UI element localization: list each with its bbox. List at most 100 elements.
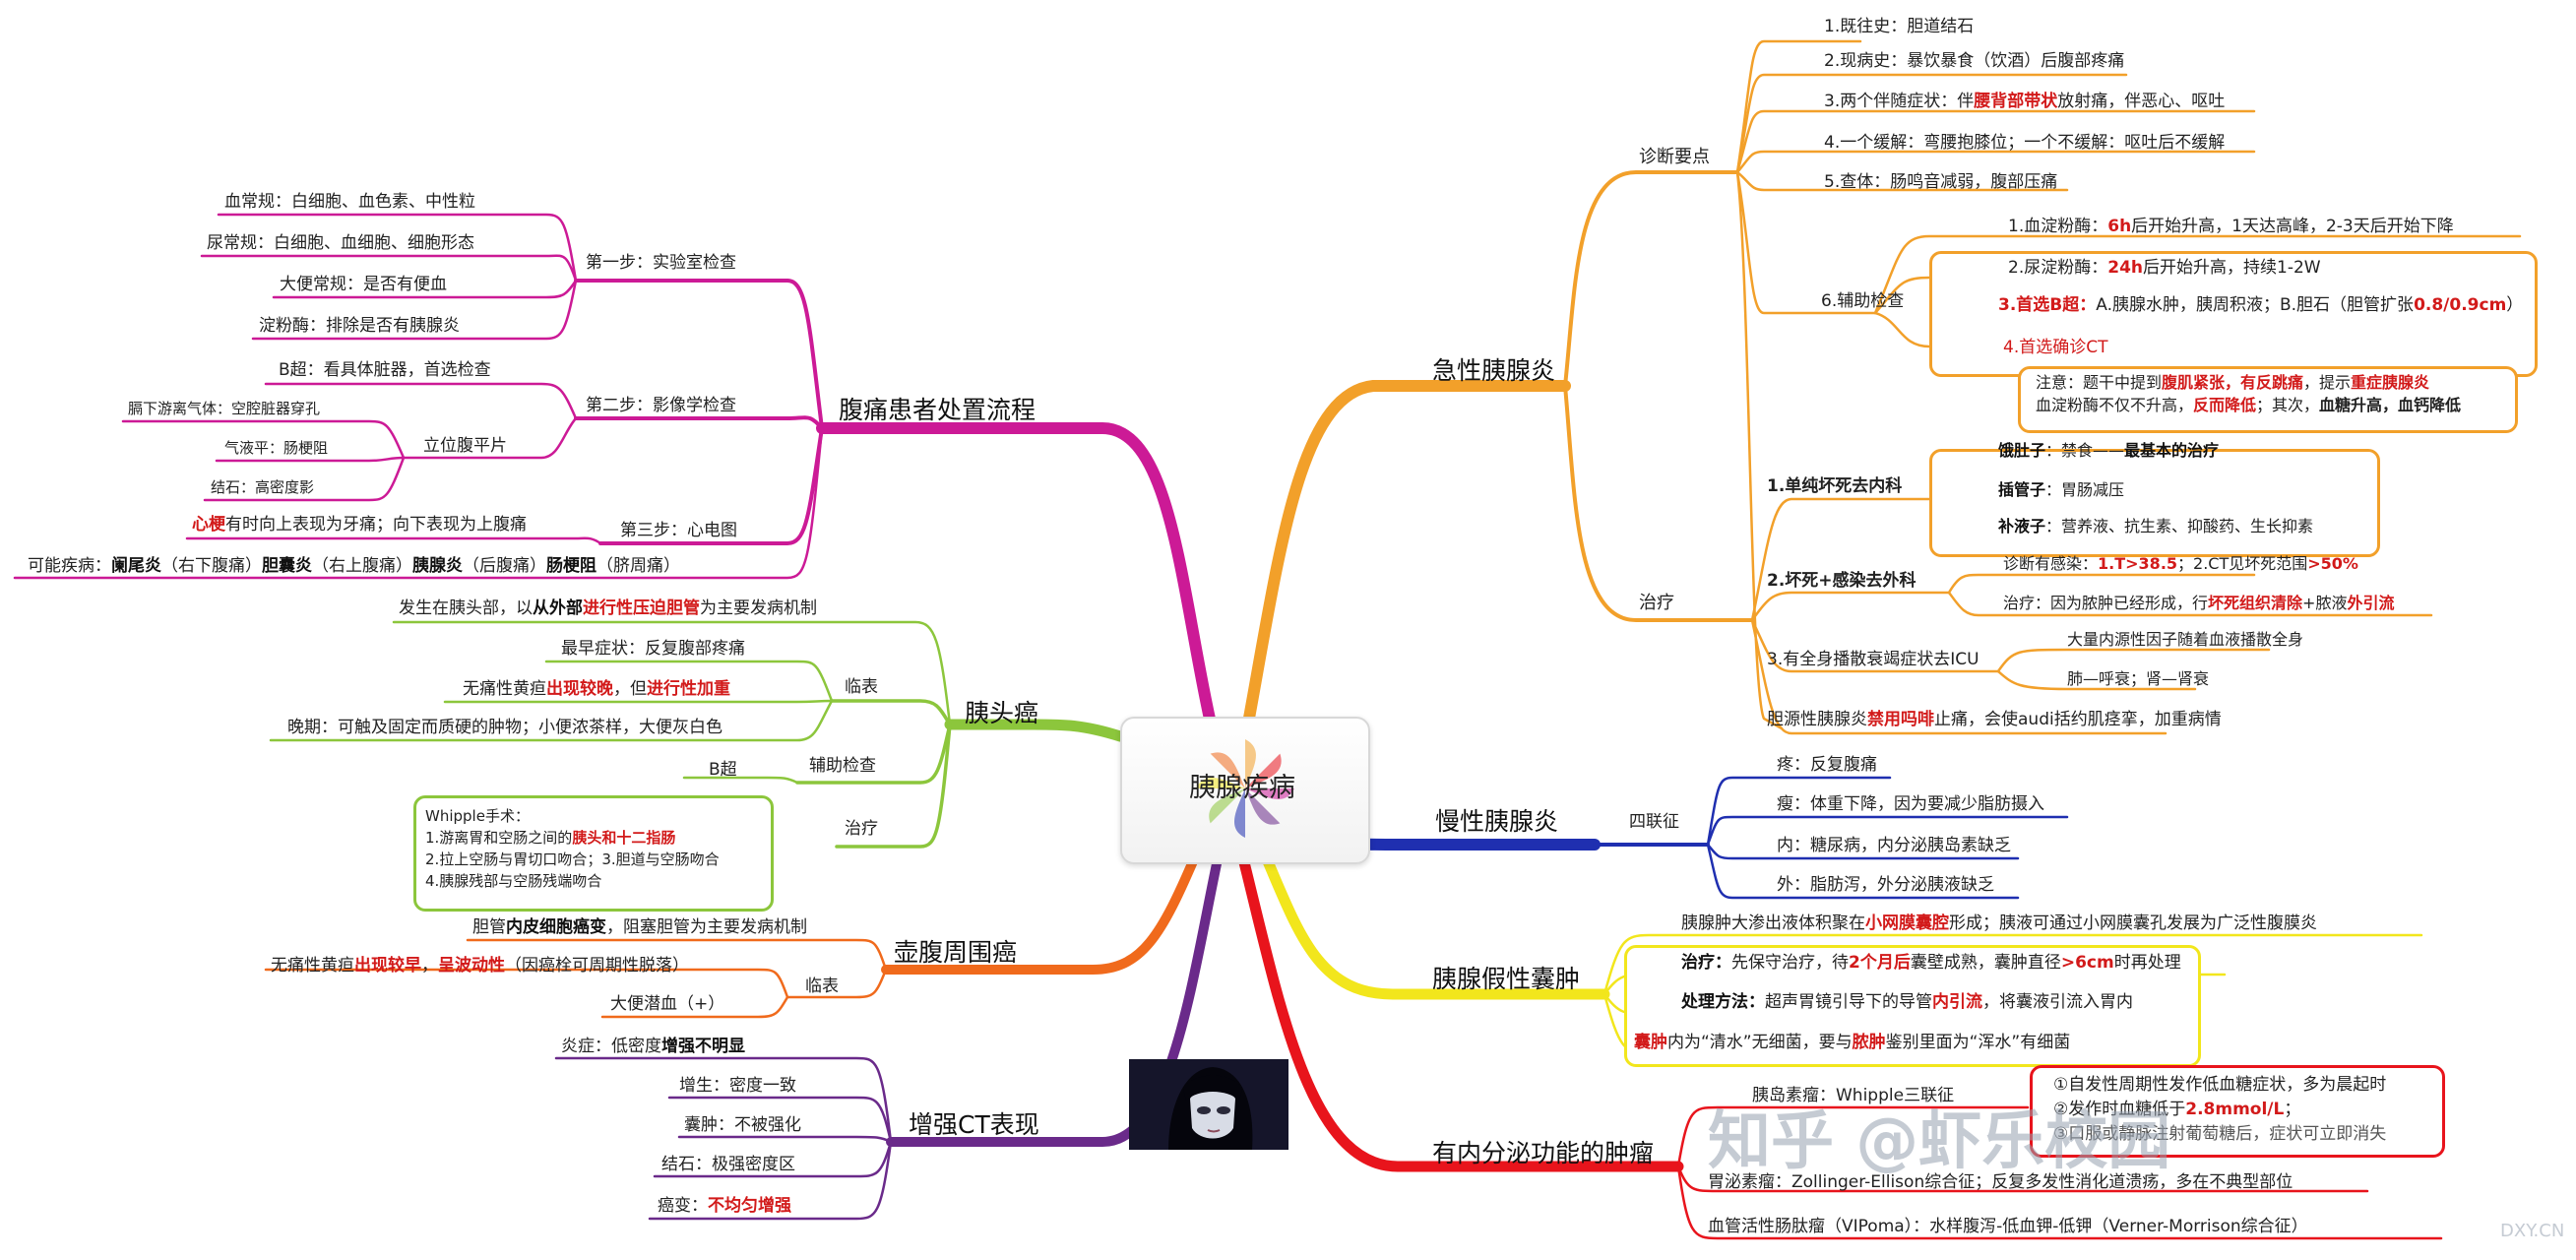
acute-treat-t3-item: 大量内源性因子随着血液播散全身 [2067,630,2304,649]
abdpain-xray-item: 气液平：肠梗阻 [224,439,329,457]
ampulla-clinical-item: 大便潜血（+） [610,994,725,1014]
acute-aux-item: 3.首选B超：A.胰腺水肿，胰周积液；B.胆石（胆管扩张0.8/0.9cm） [1998,295,2524,315]
chronic-sub[interactable]: 四联征 [1629,812,1679,832]
ct-item: 炎症：低密度增强不明显 [561,1037,745,1056]
ct-item: 增生：密度一致 [679,1076,796,1096]
acute-treat-t2-item: 诊断有感染：1.T>38.5；2.CT见坏死范围>50% [2003,554,2358,573]
pinwheel-icon [1196,739,1294,838]
headca-treat[interactable]: 治疗 [845,819,878,839]
acute-treat-title[interactable]: 治疗 [1639,593,1674,613]
headca-top: 发生在胰头部，以从外部进行性压迫胆管为主要发病机制 [399,598,817,618]
abdpain-xray-item: 膈下游离气体：空腔脏器穿孔 [128,400,321,417]
abdpain-possible: 可能疾病：阑尾炎（右下腹痛）胆囊炎（右上腹痛）胰腺炎（后腹痛）肠梗阻（脐周痛） [28,556,680,576]
abdpain-step1-item: 尿常规：白细胞、血细胞、细胞形态 [207,233,474,253]
ampulla-branch-lines [264,850,1201,1019]
acute-treat-t1-item: 饿肚子：禁食——最基本的治疗 [1998,441,2220,460]
acute-title[interactable]: 急性胰腺炎 [1432,356,1556,385]
chronic-item: 疼：反复腹痛 [1777,755,1877,775]
acute-treat-t4: 胆源性胰腺炎禁用吗啡止痛，会使audi括约肌痉挛，加重病情 [1767,710,2222,729]
endocrine-vipoma: 血管活性肠肽瘤（VIPoma）：水样腹泻-低血钾-低钾（Verner-Morri… [1708,1217,2308,1236]
headca-whipple: 4.胰腺残部与空肠残端吻合 [425,872,602,890]
acute-treat-box [1929,449,2380,557]
pseudo-item: 处理方法：超声胃镜引导下的导管内引流，将囊液引流入胃内 [1681,992,2133,1012]
abdpain-step2-bus: B超：看具体脏器，首选检查 [279,360,491,380]
ct-title[interactable]: 增强CT表现 [909,1110,1039,1139]
center-node[interactable] [1120,717,1370,864]
center-title: 胰腺疾病 [1189,773,1295,803]
headca-clinical-item: 最早症状：反复腹部疼痛 [561,639,745,659]
headca-whipple: Whipple手术： [425,807,530,825]
pseudo-item: 治疗：先保守治疗，待2个月后囊壁成熟，囊肿直径>6cm时再处理 [1681,953,2181,973]
abdpain-step3[interactable]: 第三步：心电图 [620,521,737,540]
acute-treat-t3-item: 肺—呼衰；肾—肾衰 [2067,669,2210,688]
endocrine-whipple: ③口服或静脉注射葡萄糖后，症状可立即消失 [2053,1124,2387,1144]
watermark-site: DXY.CN [2500,1221,2565,1241]
pseudo-item: 胰腺肿大渗出液体积聚在小网膜囊腔形成；胰液可通过小网膜囊孔发展为广泛性腹膜炎 [1681,914,2317,933]
acute-note-line: 注意：题干中提到腹肌紧张，有反跳痛，提示重症胰腺炎 [2036,373,2430,392]
chronic-item: 内：糖尿病，内分泌胰岛素缺乏 [1777,836,2011,855]
abdpain-step1-item: 血常规：白细胞、血色素、中性粒 [224,192,475,212]
acute-treat-t1[interactable]: 1.单纯坏死去内科 [1767,476,1903,496]
acute-diag-item: 3.两个伴随症状：伴腰背部带状放射痛，伴恶心、呕吐 [1824,92,2226,111]
chronic-item: 瘦：体重下降，因为要减少脂肪摄入 [1777,794,2044,814]
headca-whipple: 1.游离胃和空肠之间的胰头和十二指肠 [425,829,676,847]
pseudo-item: 囊肿内为“清水”无细菌，要与脓肿鉴别里面为“浑水”有细菌 [1634,1033,2071,1052]
ampulla-clinical[interactable]: 临表 [805,976,839,996]
acute-treat-t3[interactable]: 3.有全身播散衰竭症状去ICU [1767,650,1979,669]
headca-aux-item: B超 [709,760,737,780]
ct-item: 囊肿：不被强化 [684,1115,801,1135]
watermark-text: 知乎 @虾乐校园 [1708,1105,2171,1178]
acute-aux-item: 2.尿淀粉酶：24h后开始升高，持续1-2W [2008,258,2321,278]
acute-treat-t1-item: 补液子：营养液、抗生素、抑酸药、生长抑素 [1998,517,2314,536]
abdpain-xray[interactable]: 立位腹平片 [423,436,507,456]
chronic-title[interactable]: 慢性胰腺炎 [1435,807,1559,836]
ct-item: 癌变：不均匀增强 [658,1196,791,1216]
abdpain-step3-item: 心梗有时向上表现为牙痛；向下表现为上腹痛 [192,515,527,535]
abdpain-step1-item: 大便常规：是否有便血 [280,275,447,294]
abdpain-branch-lines [13,213,1217,729]
acute-aux-item: 1.血淀粉酶：6h后开始升高，1天达高峰，2-3天后开始下降 [2008,217,2454,236]
ampulla-title[interactable]: 壶腹周围癌 [894,938,1018,967]
abdpain-step1[interactable]: 第一步：实验室检查 [586,253,736,273]
headca-title[interactable]: 胰头癌 [965,699,1039,727]
ct-item: 结石：极强密度区 [661,1155,795,1174]
headca-whipple: 2.拉上空肠与胃切口吻合；3.胆道与空肠吻合 [425,850,720,868]
head-treat-box [413,795,774,912]
headca-clinical[interactable]: 临表 [845,677,878,697]
abdpain-xray-item: 结石：高密度影 [211,478,315,496]
headca-clinical-item: 无痛性黄疸出现较晚，但进行性加重 [463,679,730,699]
acute-aux-item: 4.首选确诊CT [2003,338,2108,357]
headca-clinical-item: 晚期：可触及固定而质硬的肿物；小便浓茶样，大便灰白色 [287,718,723,737]
pseudo-title[interactable]: 胰腺假性囊肿 [1432,965,1581,993]
acute-treat-t2[interactable]: 2.坏死+感染去外科 [1767,571,1916,591]
acute-note-line: 血淀粉酶不仅不升高，反而降低；其次，血糖升高，血钙降低 [2036,396,2462,414]
ampulla-clinical-item: 无痛性黄疸出现较早，呈波动性（因癌栓可周期性脱落） [271,956,689,976]
acute-diag-item: 4.一个缓解：弯腰抱膝位；一个不缓解：呕吐后不缓解 [1824,133,2226,153]
acute-diag-item: 2.现病史：暴饮暴食（饮酒）后腹部疼痛 [1824,51,2125,71]
endocrine-whipple: ①自发性周期性发作低血糖症状，多为晨起时 [2053,1075,2387,1095]
endocrine-whipple: ②发作时血糖低于2.8mmol/L； [2053,1100,2301,1119]
pseudo-box [1624,945,2201,1067]
headca-aux[interactable]: 辅助检查 [809,756,876,776]
acute-diag-item: 1.既往史：胆道结石 [1824,17,1975,36]
endocrine-title[interactable]: 有内分泌功能的肿瘤 [1432,1139,1655,1167]
acute-branch-lines [1242,39,2522,735]
whipple-triad-box [2030,1065,2445,1158]
abdpain-step1-item: 淀粉酶：排除是否有胰腺炎 [259,316,460,336]
ampulla-top: 胆管内皮细胞癌变，阻塞胆管为主要发病机制 [472,917,807,937]
endocrine-gastrinoma: 胃泌素瘤：Zollinger-Ellison综合征；反复多发性消化道溃疡，多在不… [1708,1172,2293,1192]
chronic-item: 外：脂肪泻，外分泌胰液缺乏 [1777,875,1994,895]
headca-branch-lines [269,620,1126,849]
endocrine-branch-lines [1236,849,2443,1240]
acute-treat-t1-item: 插管子：胃肠减压 [1998,480,2125,499]
abdpain-step2[interactable]: 第二步：影像学检查 [586,396,736,415]
acute-diag-title[interactable]: 诊断要点 [1639,147,1710,167]
ct-branch-lines [554,850,1224,1221]
acute-aux-title[interactable]: 6.辅助检查 [1821,291,1905,311]
acute-diag-item: 5.查体：肠鸣音减弱，腹部压痛 [1824,172,2058,192]
acute-note-box [2018,366,2518,433]
endocrine-insulinoma: 胰岛素瘤：Whipple三联征 [1752,1086,1955,1105]
abdpain-title[interactable]: 腹痛患者处置流程 [839,396,1037,424]
acute-treat-t2-item: 治疗：因为脓肿已经形成，行坏死组织清除+脓液外引流 [2003,594,2395,612]
anime-portrait-image [1129,1059,1288,1150]
